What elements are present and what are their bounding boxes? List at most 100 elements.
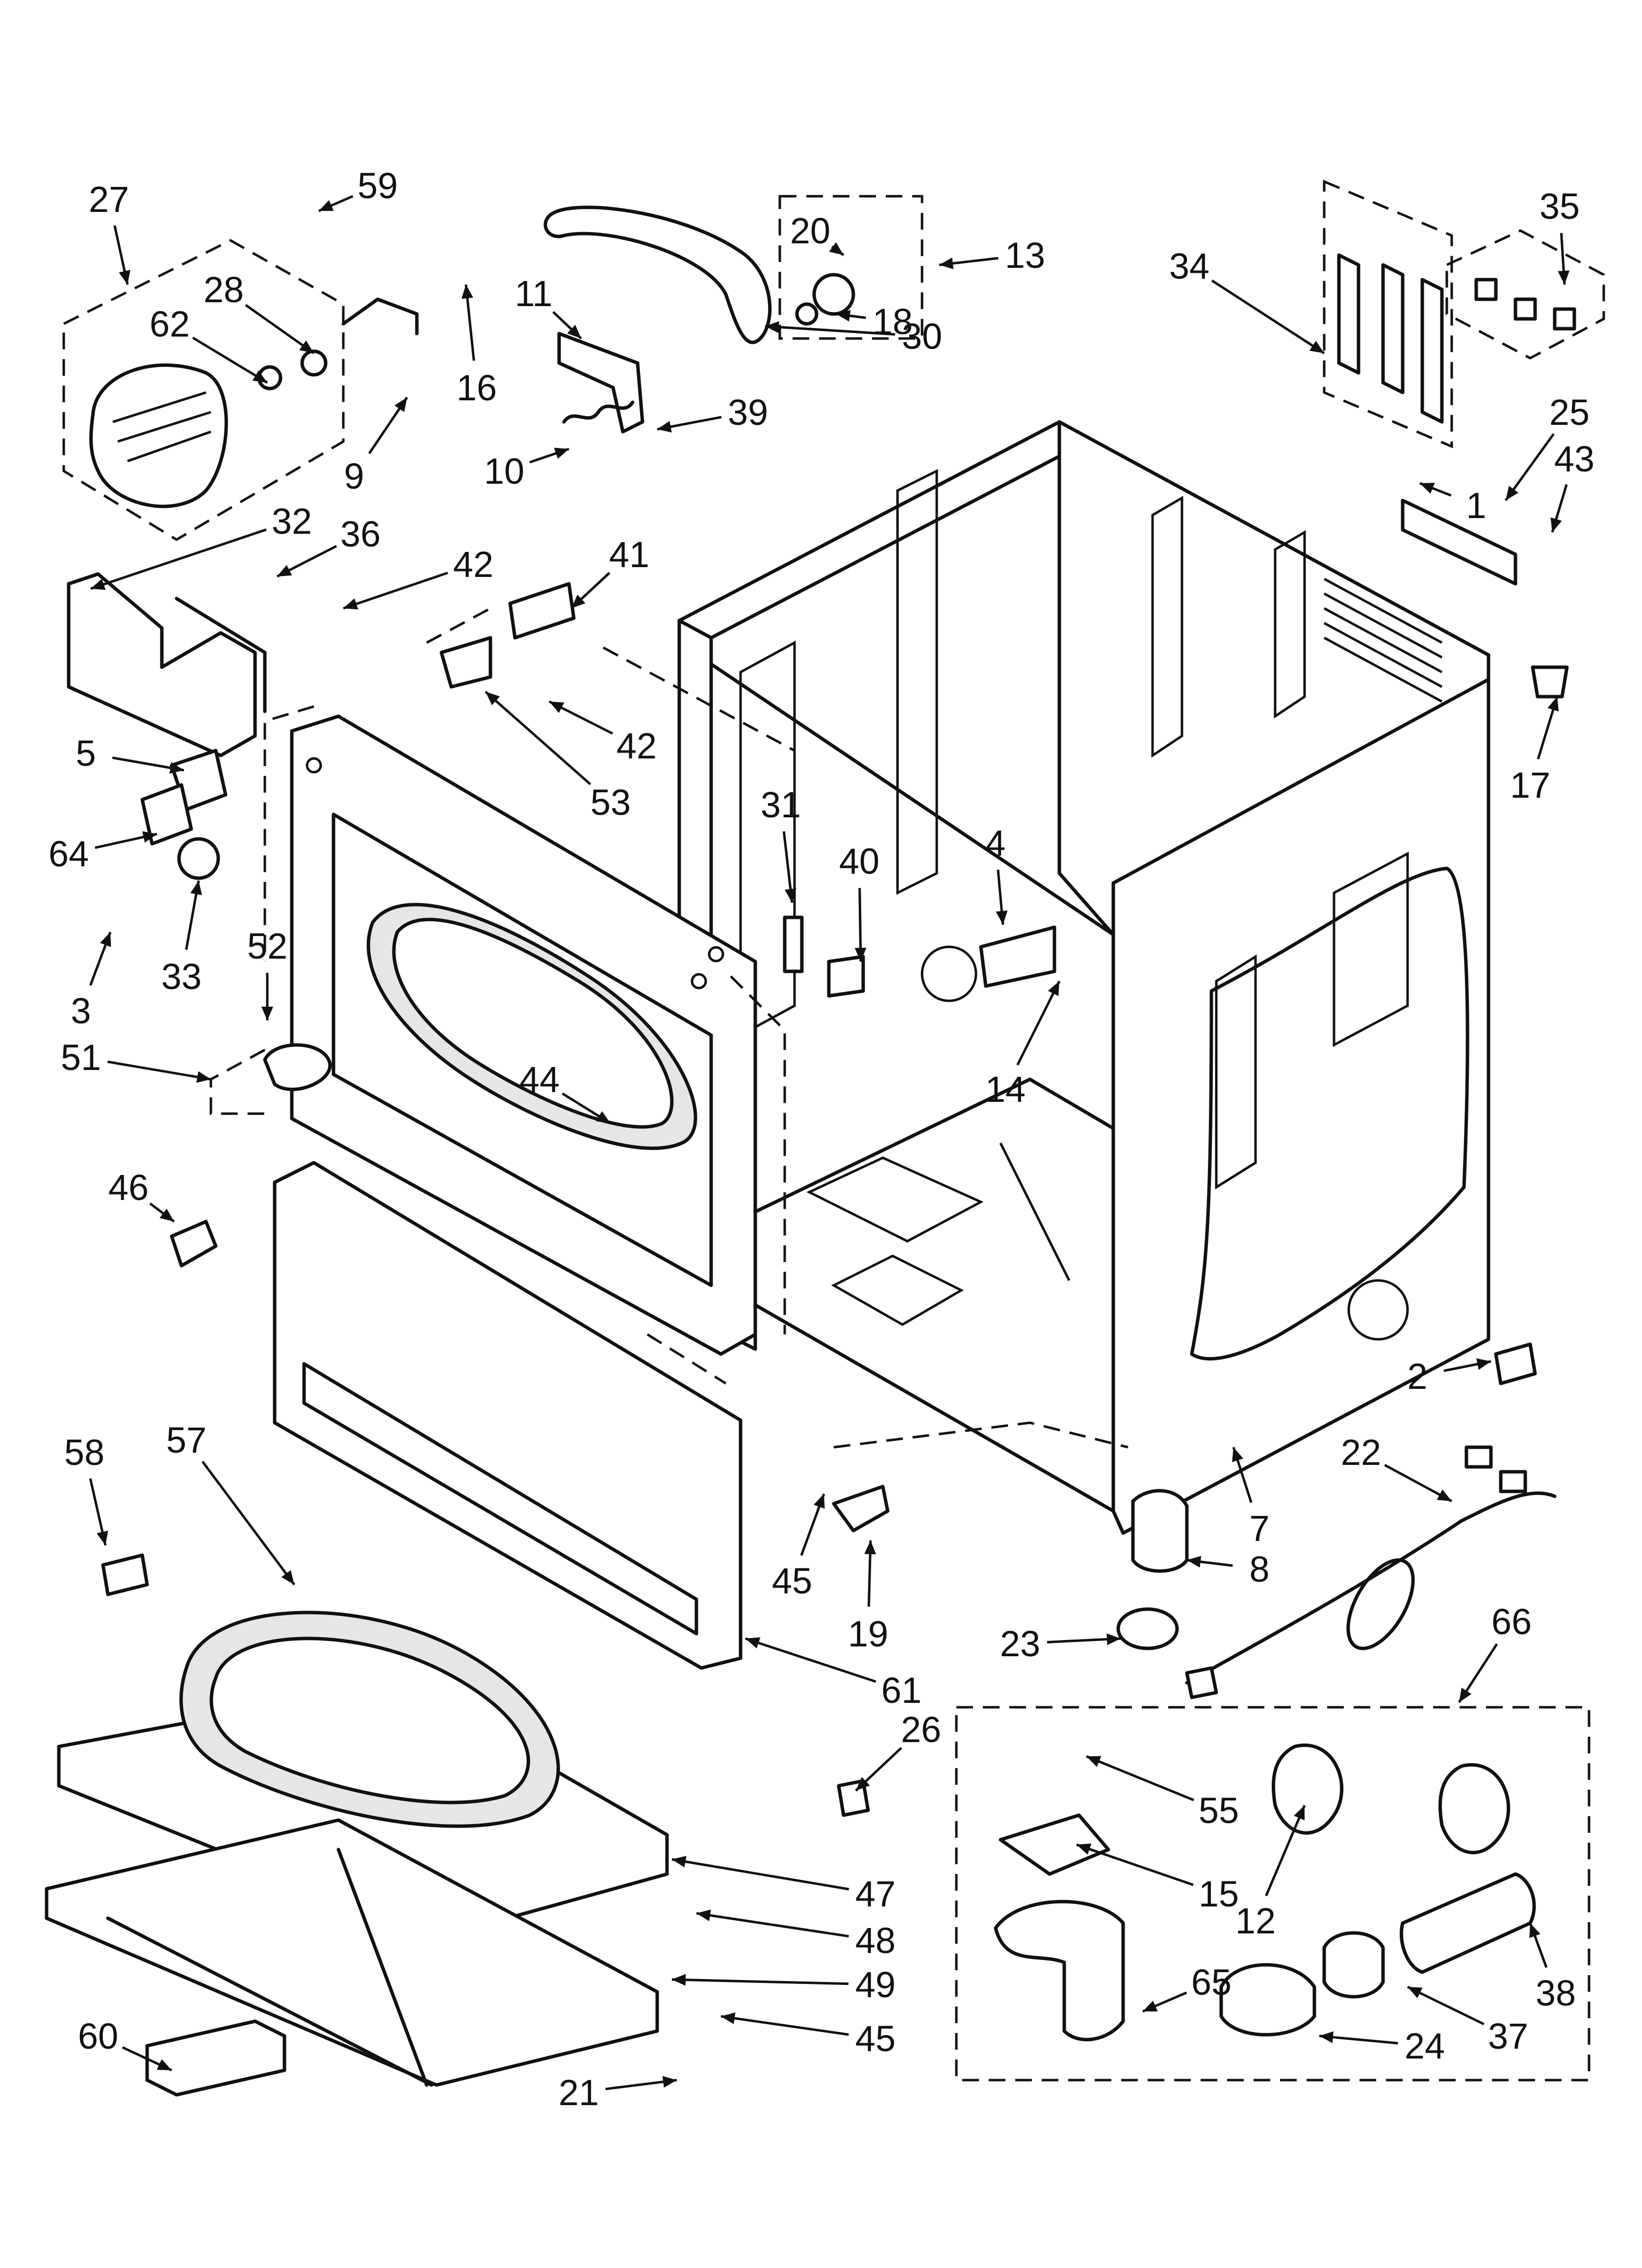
callout-p42b: 42 xyxy=(616,726,657,766)
callout-p61: 61 xyxy=(881,1670,922,1711)
clip-46 xyxy=(170,1220,218,1268)
leader-line-p51 xyxy=(107,1060,211,1081)
arrowhead-p5 xyxy=(169,762,184,774)
exhaust-kit xyxy=(955,1706,1591,2082)
callout-p27: 27 xyxy=(89,179,129,220)
callout-p48: 48 xyxy=(855,1920,896,1961)
leader-line-p37 xyxy=(1407,1985,1485,2026)
arrowhead-p66 xyxy=(1459,1687,1472,1702)
arrowhead-p64 xyxy=(142,831,157,843)
arrowhead-p36 xyxy=(277,565,292,576)
motor-assembly xyxy=(62,239,419,541)
arrowhead-p18 xyxy=(836,310,851,322)
leader-line-p30 xyxy=(765,325,896,336)
callout-p17: 17 xyxy=(1510,765,1550,806)
callout-p39: 39 xyxy=(728,392,768,433)
arrowhead-p21 xyxy=(662,2076,677,2088)
callout-p5: 5 xyxy=(76,733,96,774)
arrowhead-p34 xyxy=(1309,340,1324,353)
arrowhead-p49 xyxy=(672,1974,686,1986)
callout-p66: 66 xyxy=(1491,1601,1532,1642)
motor-switch xyxy=(439,636,492,689)
access-cover xyxy=(1401,498,1517,586)
arrowhead-p61 xyxy=(745,1637,761,1649)
front-panel xyxy=(290,714,757,1356)
callout-p31: 31 xyxy=(761,784,801,825)
clip-19 xyxy=(832,1485,890,1533)
arrowhead-p9 xyxy=(394,397,407,412)
callout-p42a: 42 xyxy=(453,544,493,585)
callout-p3: 3 xyxy=(71,991,91,1031)
callout-p18: 18 xyxy=(872,301,913,342)
clip-26 xyxy=(837,1779,870,1817)
callout-p47: 47 xyxy=(855,1874,896,1914)
callout-p14: 14 xyxy=(985,1069,1026,1110)
arrowhead-p24 xyxy=(1319,2031,1334,2043)
callout-p11: 11 xyxy=(515,273,553,314)
callout-p62: 62 xyxy=(150,304,190,344)
arrowhead-p59 xyxy=(319,200,334,211)
callout-p46: 46 xyxy=(108,1167,149,1208)
callout-p28: 28 xyxy=(204,269,244,310)
small-parts xyxy=(101,498,1569,1817)
arrowhead-p31 xyxy=(784,888,796,903)
leader-line-p53 xyxy=(485,691,591,785)
arrowhead-p60 xyxy=(156,2059,172,2070)
callout-p59: 59 xyxy=(358,165,398,206)
callout-p55: 55 xyxy=(1199,1790,1239,1831)
leader-line-p12 xyxy=(1265,1805,1306,1897)
callout-p30: 30 xyxy=(902,316,942,357)
arrowhead-p37 xyxy=(1408,1987,1423,1999)
leader-line-p34 xyxy=(1211,279,1325,355)
wire-clip xyxy=(827,955,865,998)
leader-line-p57 xyxy=(201,1460,296,1586)
arrowhead-p35 xyxy=(1558,270,1570,285)
arrowhead-p14 xyxy=(1048,981,1059,996)
callout-p35: 35 xyxy=(1539,186,1580,227)
callout-p57: 57 xyxy=(166,1420,206,1460)
leader-line-p14 xyxy=(1016,980,1061,1066)
arrowhead-p42b xyxy=(549,702,564,713)
callout-p34: 34 xyxy=(1169,246,1209,287)
toe-panel xyxy=(273,1161,743,1670)
arrowhead-p16 xyxy=(461,285,473,299)
arrowhead-p7 xyxy=(1232,1447,1243,1462)
callout-p45a: 45 xyxy=(772,1561,812,1601)
foot-cap xyxy=(1531,665,1569,699)
arrowhead-p39 xyxy=(657,421,672,433)
callout-p41: 41 xyxy=(609,534,649,575)
arrowhead-p62 xyxy=(252,370,267,383)
arrowhead-p41 xyxy=(571,595,586,608)
callout-p51: 51 xyxy=(61,1037,101,1078)
callout-p7: 7 xyxy=(1249,1508,1269,1549)
arrowhead-p40 xyxy=(854,947,867,962)
callout-p22: 22 xyxy=(1341,1432,1381,1473)
leader-line-p61 xyxy=(745,1637,876,1683)
arrowhead-p1 xyxy=(1420,483,1435,494)
arrowhead-p22 xyxy=(1437,1489,1452,1501)
leader-line-p62 xyxy=(192,337,268,384)
arrowhead-p57 xyxy=(281,1570,294,1585)
cabinet-base xyxy=(45,1611,669,2097)
arrowhead-p27 xyxy=(119,270,130,285)
clip-58 xyxy=(101,1553,149,1596)
arrowhead-p42a xyxy=(343,598,359,610)
arrowhead-p25 xyxy=(1506,486,1519,500)
arrowhead-p19 xyxy=(864,1540,876,1555)
arrowhead-p38 xyxy=(1529,1923,1540,1938)
arrowhead-p4 xyxy=(996,911,1008,925)
callout-p24: 24 xyxy=(1405,2026,1445,2066)
leader-line-p49 xyxy=(671,1978,849,1985)
arrowhead-p58 xyxy=(97,1531,108,1545)
callout-p38: 38 xyxy=(1536,1973,1576,2013)
idler-bracket xyxy=(557,332,644,434)
callout-p21: 21 xyxy=(559,2072,599,2113)
arrowhead-p30 xyxy=(765,321,779,333)
callout-p49: 49 xyxy=(855,1964,896,2005)
arrowhead-p52 xyxy=(261,1007,273,1020)
thermostat-group xyxy=(1323,180,1605,448)
arrowhead-p53 xyxy=(486,692,500,705)
callout-p25: 25 xyxy=(1549,392,1590,433)
